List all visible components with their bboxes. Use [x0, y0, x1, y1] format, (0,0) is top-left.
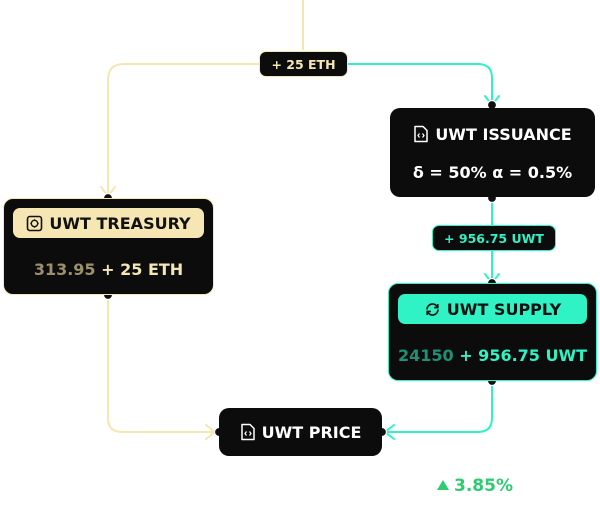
code-file-icon: [413, 125, 429, 143]
supply-to-price-line: [385, 381, 493, 433]
treasury-values: 313.95 + 25 ETH: [4, 260, 213, 279]
issuance-title: UWT ISSUANCE: [435, 124, 572, 144]
treasury-delta: + 25 ETH: [101, 260, 184, 279]
treasury-node[interactable]: UWT TREASURY 313.95 + 25 ETH: [3, 198, 214, 295]
eth-inflow-label: + 25 ETH: [271, 57, 336, 72]
supply-current: 24150: [397, 346, 454, 365]
supply-header: UWT SUPPLY: [398, 294, 587, 324]
supply-node[interactable]: UWT SUPPLY 24150 + 956.75 UWT: [388, 283, 597, 381]
triangle-up-icon: [436, 476, 450, 496]
treasury-to-price-line: [107, 296, 214, 433]
supply-delta: + 956.75 UWT: [459, 346, 588, 365]
eth-to-treasury-line: [107, 63, 260, 196]
supply-values: 24150 + 956.75 UWT: [389, 346, 596, 365]
treasury-header: UWT TREASURY: [13, 208, 204, 238]
supply-title: UWT SUPPLY: [446, 299, 562, 319]
treasury-current: 313.95: [33, 260, 96, 279]
vault-icon: [26, 215, 43, 232]
refresh-icon: [424, 301, 441, 318]
issuance-params: δ = 50% α = 0.5%: [412, 163, 573, 182]
price-header: UWT PRICE: [219, 420, 382, 444]
eth-inflow-badge: + 25 ETH: [259, 51, 348, 77]
eth-to-issuance-line: [348, 63, 493, 104]
issuance-header: UWT ISSUANCE: [390, 122, 595, 146]
price-change-value: 3.85%: [454, 476, 513, 496]
price-title: UWT PRICE: [261, 422, 362, 442]
uwt-issuance-label: + 956.75 UWT: [444, 231, 544, 246]
issuance-node[interactable]: UWT ISSUANCE δ = 50% α = 0.5%: [390, 108, 595, 197]
treasury-title: UWT TREASURY: [49, 213, 191, 233]
price-change: 3.85%: [436, 476, 513, 496]
uwt-issuance-badge: + 956.75 UWT: [432, 225, 556, 251]
code-file-icon: [240, 423, 256, 441]
price-node[interactable]: UWT PRICE: [219, 408, 382, 456]
